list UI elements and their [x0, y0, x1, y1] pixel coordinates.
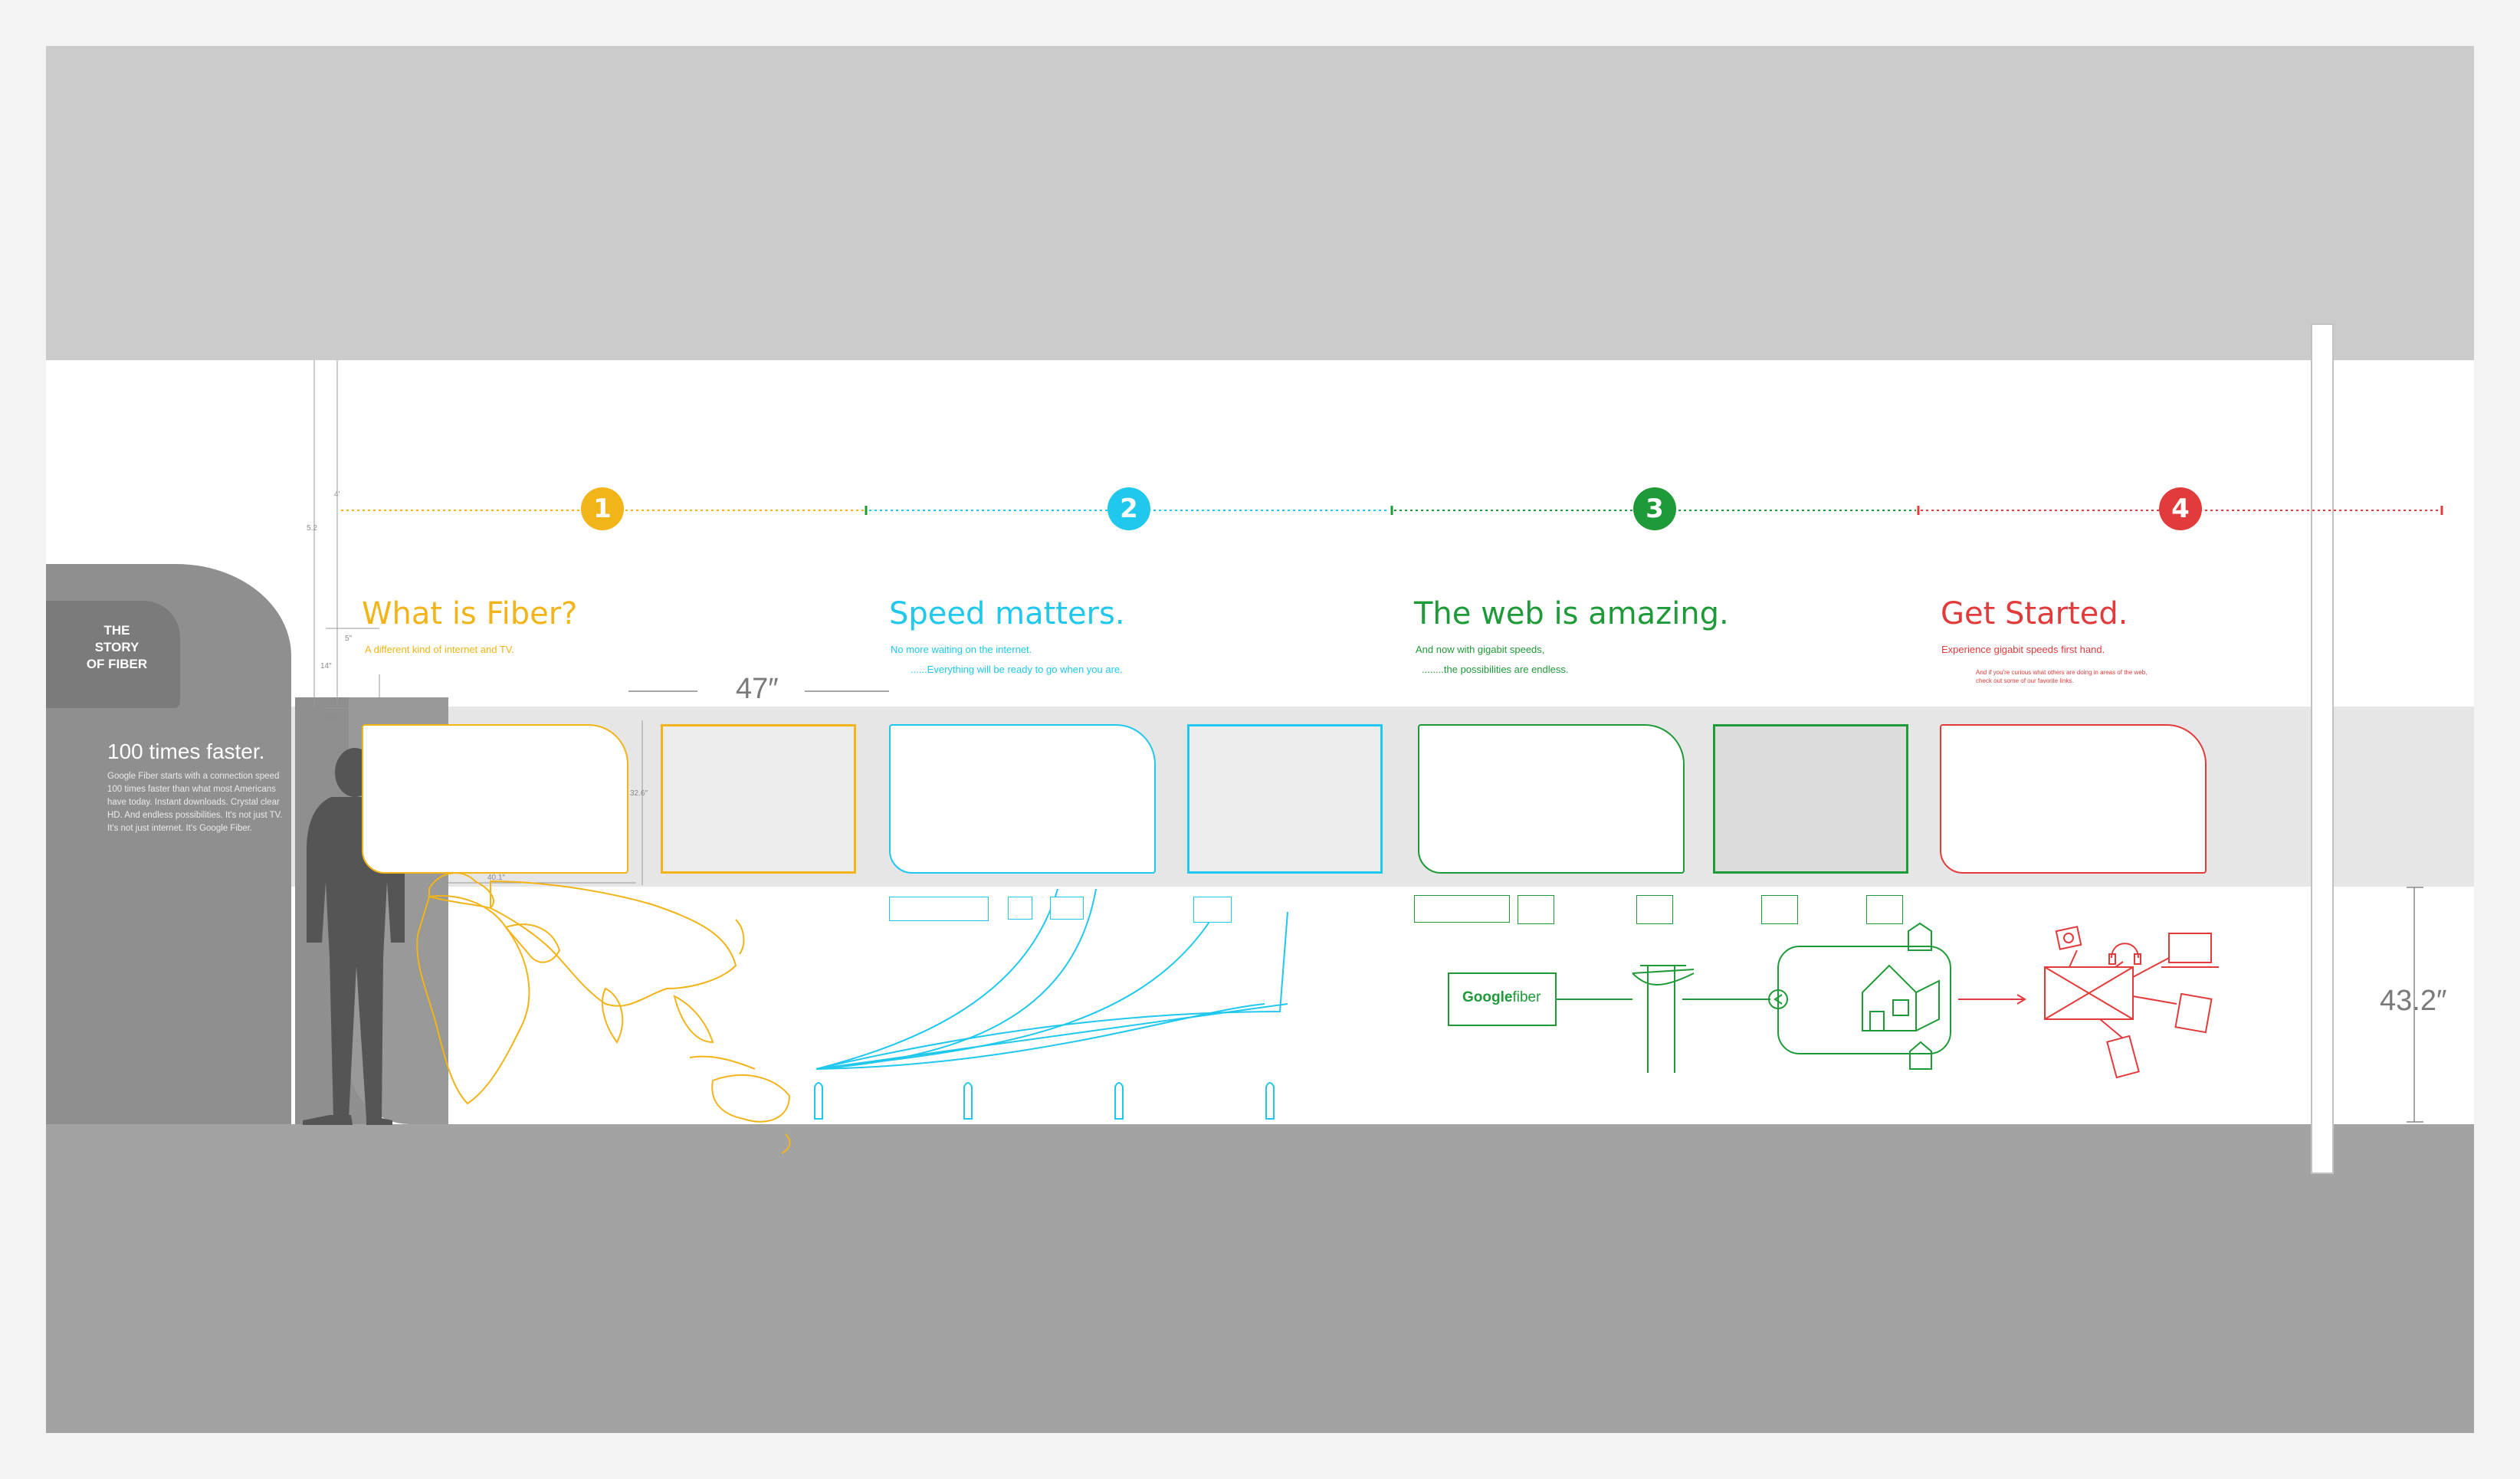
kiosk-title-line: OF FIBER — [86, 657, 148, 671]
step-circle-3: 3 — [1633, 487, 1676, 530]
dim-label-43: 43.2″ — [2380, 985, 2447, 1017]
map-india — [602, 987, 624, 1044]
callout-box — [1050, 897, 1084, 920]
kiosk-body: Google Fiber starts with a connection sp… — [107, 772, 283, 833]
laptop-device — [2168, 933, 2212, 963]
floor-markers — [814, 1082, 1275, 1120]
house-top — [1908, 922, 1932, 951]
panel-web-info — [1713, 724, 1908, 874]
dim-label-40: 40.1″ — [487, 874, 506, 882]
map-middle-east — [504, 923, 561, 963]
callout-box — [1414, 895, 1510, 923]
step-circle-1: 1 — [581, 487, 624, 530]
section-subtitle-3: And now with gigabit speeds, — [1416, 644, 1545, 655]
kiosk-title-line: THE — [103, 623, 130, 638]
map-nz — [781, 1133, 791, 1154]
network-diagram — [1448, 922, 1951, 1073]
callout-box — [1008, 897, 1032, 920]
utility-pole — [1632, 965, 1695, 1073]
section-title-4: Get Started. — [1941, 596, 2128, 631]
dim-label-4: 4' — [334, 490, 340, 499]
kiosk-heading: 100 times faster. — [107, 740, 265, 763]
callout-box — [1761, 895, 1798, 924]
callout-box — [1518, 895, 1554, 924]
section-title-2: Speed matters. — [889, 596, 1125, 631]
kiosk-title: THE STORY OF FIBER — [57, 622, 176, 673]
panel-speed — [889, 724, 1156, 874]
devices-diagram — [1958, 926, 2219, 1079]
dim-label-160: 160" — [323, 714, 340, 723]
dim-label-32: 32.6″ — [630, 789, 648, 798]
red-arrow-head — [2016, 994, 2026, 1005]
house-bottom — [1909, 1041, 1932, 1070]
logo-fiber: fiber — [1512, 989, 1541, 1005]
callout-box — [1636, 895, 1673, 924]
section-title-1: What is Fiber? — [362, 596, 578, 631]
section-subtitle-1: A different kind of internet and TV. — [365, 644, 514, 655]
world-map — [416, 872, 791, 1154]
panel-get-started — [1940, 724, 2207, 874]
map-asia — [490, 880, 737, 1007]
tablet-device — [2174, 992, 2213, 1034]
speed-connectors — [815, 888, 1288, 1070]
structural-post — [2311, 323, 2334, 1174]
callout-box — [1866, 895, 1903, 924]
section-subtitle-2b: ......Everything will be ready to go whe… — [911, 664, 1123, 675]
network-loop — [1777, 946, 1951, 1054]
map-japan — [735, 919, 745, 955]
panel-speed-info — [1187, 724, 1383, 874]
tiny-line: check out some of our favorite links. — [1976, 677, 2074, 684]
map-indonesia — [689, 1055, 756, 1070]
dim-label-14: 14" — [320, 662, 332, 671]
section-tiny-4: And if you're curious what others are do… — [1976, 668, 2147, 685]
step-circle-2: 2 — [1107, 487, 1150, 530]
kiosk-title-plate — [46, 601, 180, 708]
section-subtitle-3b: ........the possibilities are endless. — [1422, 664, 1569, 675]
step-circle-4: 4 — [2159, 487, 2202, 530]
logo-google: Google — [1462, 989, 1513, 1005]
kiosk-title-line: STORY — [94, 640, 139, 654]
panel-fiber — [362, 724, 628, 874]
tv-device — [2044, 966, 2134, 1020]
callout-box — [1193, 897, 1232, 923]
map-europe — [428, 872, 494, 910]
dim-label-5: 5" — [345, 635, 353, 643]
panel-web — [1418, 724, 1685, 874]
map-africa — [416, 895, 530, 1105]
panel-fiber-info — [661, 724, 856, 874]
tiny-line: And if you're curious what others are do… — [1976, 669, 2148, 676]
dim-label-52: 5.2 — [307, 524, 317, 533]
house-main — [1862, 964, 1940, 1031]
callout-box — [889, 897, 989, 921]
map-se-asia — [673, 995, 714, 1044]
map-australia — [711, 1074, 791, 1123]
phone-device — [2106, 1035, 2140, 1079]
google-fiber-logo: Googlefiber — [1462, 989, 1541, 1006]
headphones-device — [2108, 943, 2141, 965]
dim-label-47: 47″ — [736, 673, 779, 705]
camera-device — [2055, 926, 2082, 950]
section-subtitle-2: No more waiting on the internet. — [891, 644, 1032, 655]
ceiling — [46, 46, 2474, 360]
section-title-3: The web is amazing. — [1414, 596, 1729, 631]
section-subtitle-4: Experience gigabit speeds first hand. — [1941, 644, 2105, 655]
